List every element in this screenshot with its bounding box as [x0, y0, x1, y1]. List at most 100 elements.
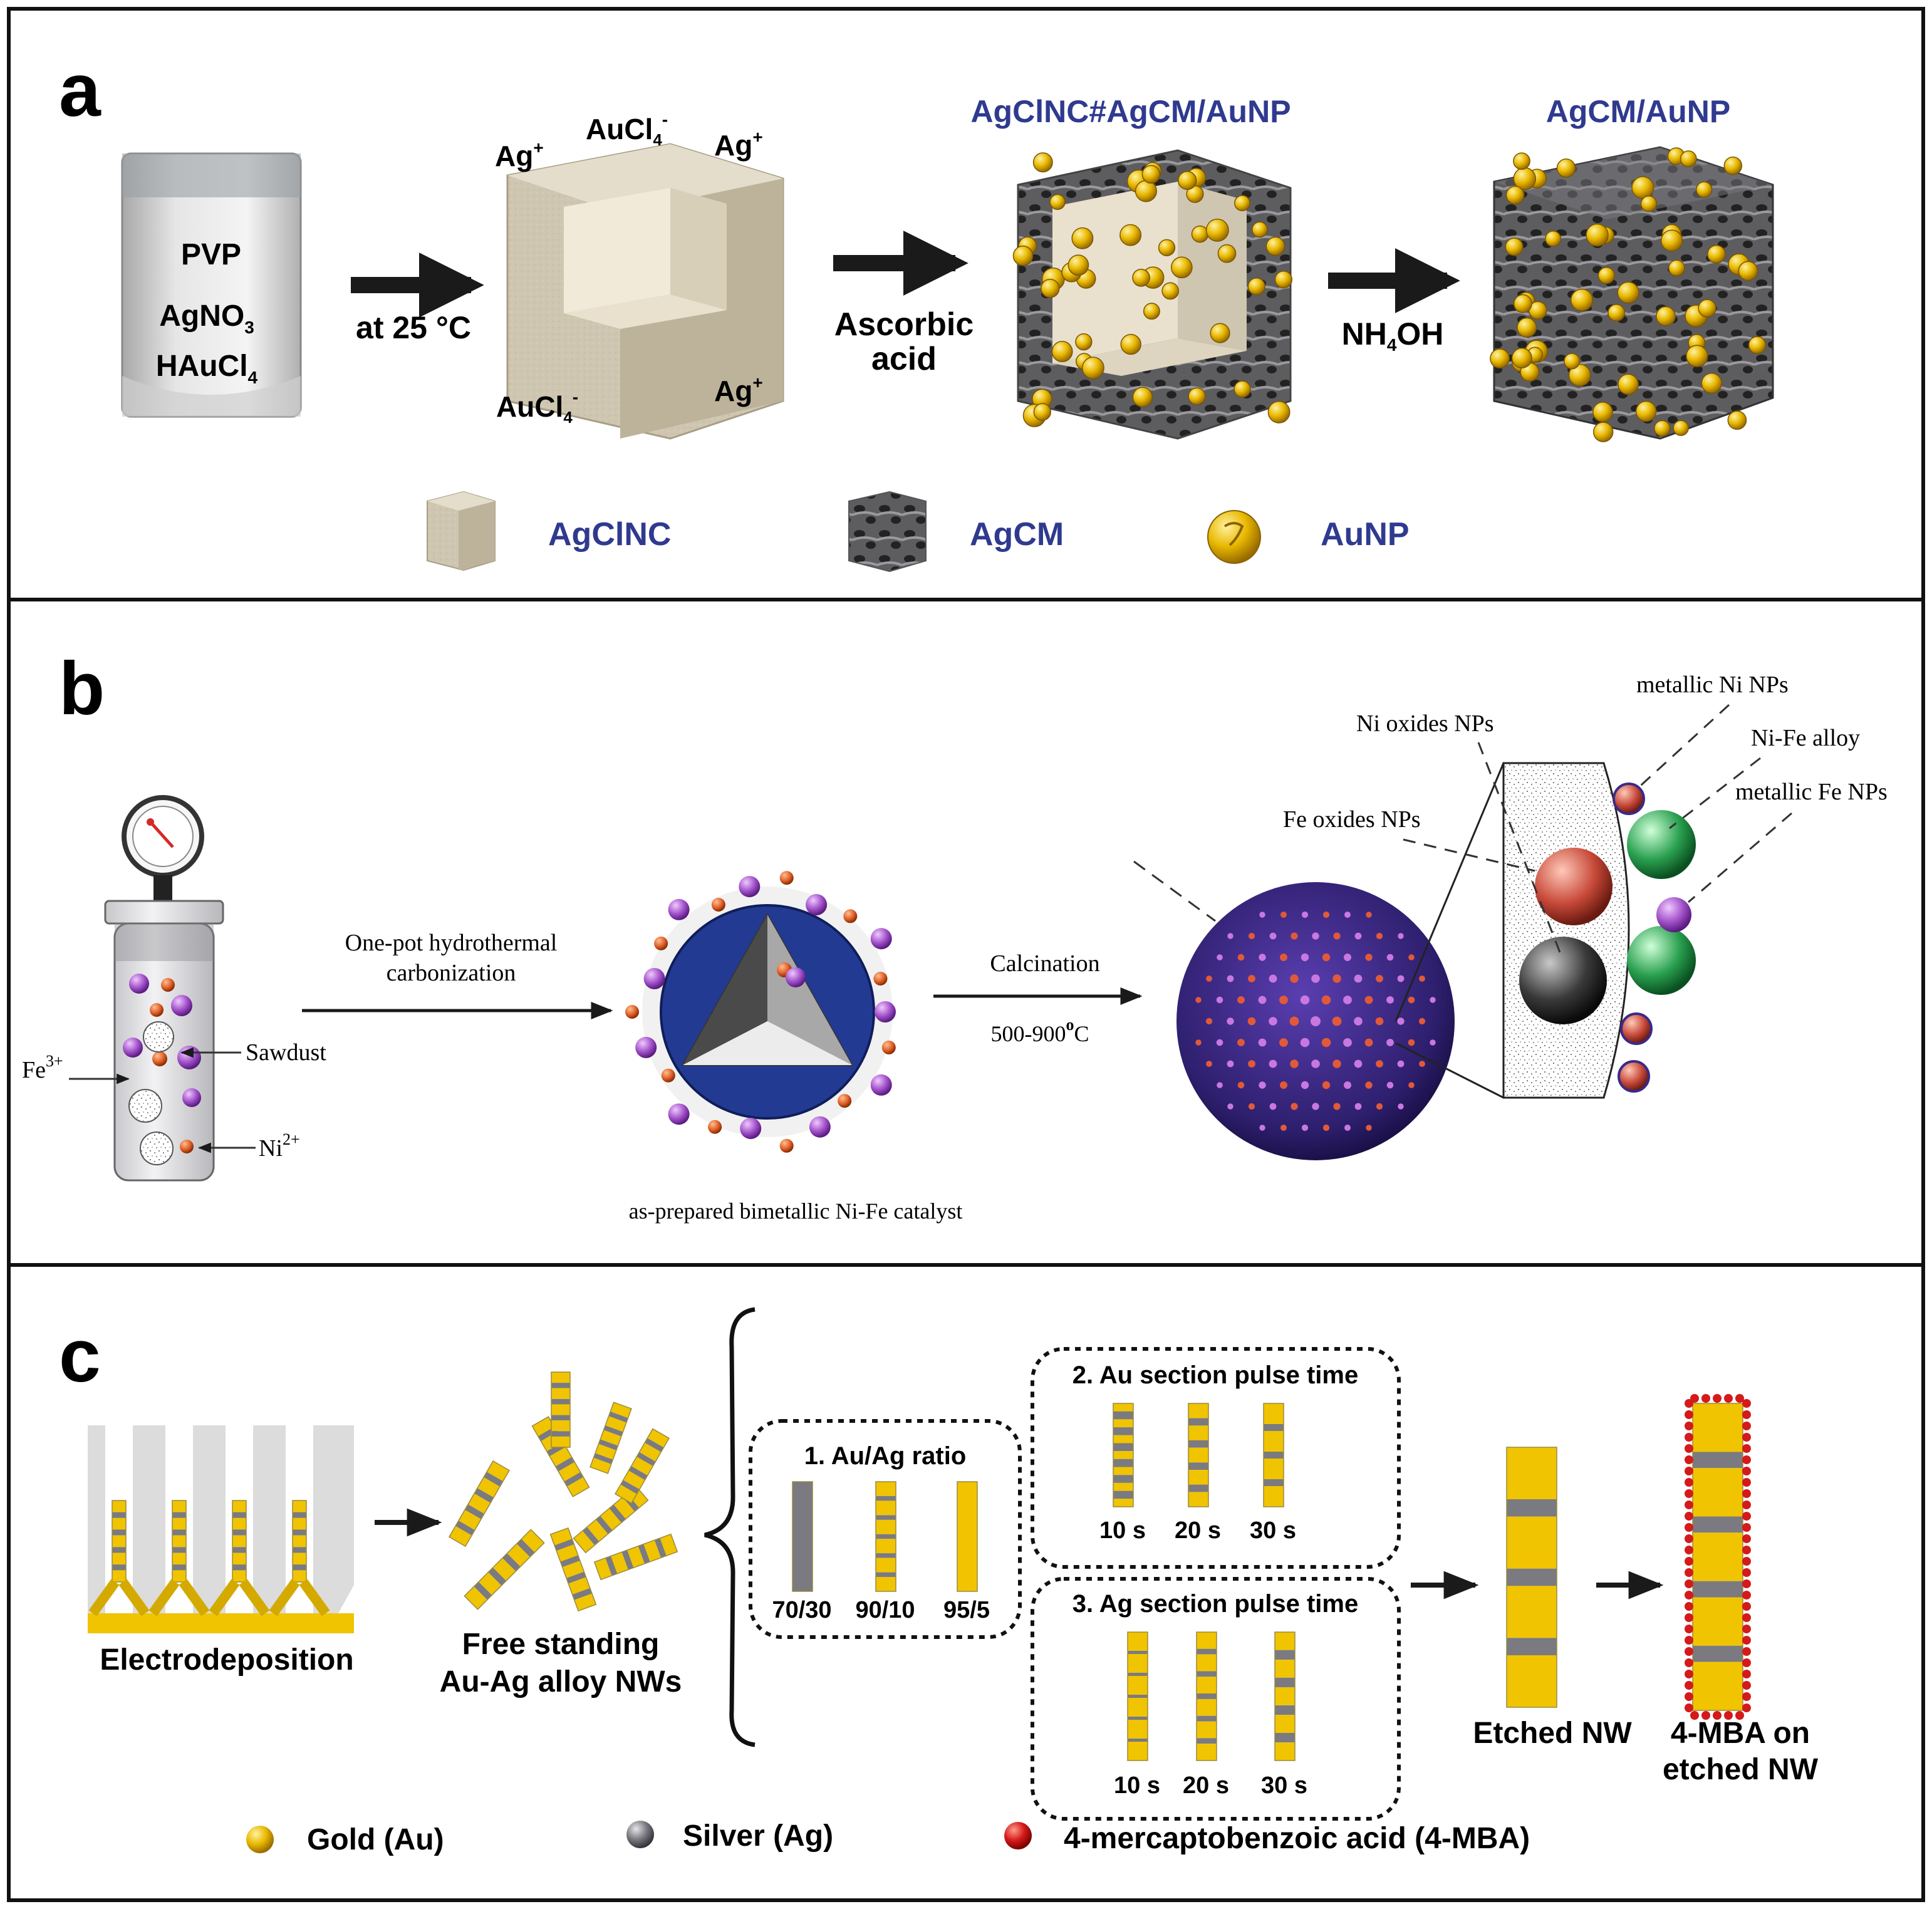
sphere-np [1237, 1081, 1245, 1089]
sphere-np [1419, 1061, 1425, 1067]
sphere-np [1280, 1125, 1287, 1131]
gold-segment [1188, 1425, 1208, 1440]
free-wire [614, 1428, 670, 1504]
gold-segment [639, 1442, 662, 1462]
sphere-np [1279, 1038, 1288, 1047]
wire-outline [589, 1402, 632, 1474]
silver-segment [1113, 1490, 1133, 1499]
sphere-np [1280, 912, 1287, 918]
sphere-np [1227, 975, 1234, 982]
aunp-dot [1607, 304, 1626, 322]
aunp-dot [1617, 281, 1639, 304]
aunp-dot [1178, 170, 1197, 190]
silver-segment [620, 1480, 640, 1494]
mba-molecule [1685, 1636, 1693, 1645]
silver-segment [551, 1383, 570, 1388]
sphere-np [1289, 1016, 1299, 1026]
wire-outline [549, 1527, 597, 1612]
gold-segment [562, 1561, 584, 1578]
silver-segment [1128, 1651, 1148, 1654]
aunp-dot [1556, 159, 1576, 178]
silver-segment [609, 1504, 626, 1523]
gold-segment [293, 1501, 306, 1512]
gold-segment [492, 1558, 516, 1581]
mba-molecule [1690, 1711, 1699, 1720]
gold-segment [876, 1501, 896, 1516]
aunp-dot [1661, 229, 1683, 252]
mba-molecule [1742, 1489, 1751, 1498]
sphere-np [1300, 1038, 1310, 1048]
silver-segment [172, 1564, 186, 1571]
silver-segment [1264, 1424, 1284, 1431]
silver-segment [551, 1415, 570, 1421]
aunp-dot [1631, 176, 1654, 199]
ion-ag-top-left: Ag+ [495, 138, 544, 172]
final-title: AgCM/AuNP [1546, 94, 1730, 129]
mba-coated-nanowire [1685, 1394, 1751, 1720]
gold-segment [1264, 1403, 1284, 1424]
silver-segment [1693, 1645, 1743, 1662]
aunp-dot [1505, 185, 1525, 205]
aunp-dot [1049, 194, 1066, 211]
free-wire [551, 1371, 571, 1448]
mba-molecule [1742, 1670, 1751, 1678]
sphere-np [1366, 912, 1372, 918]
mba-molecule [1742, 1579, 1751, 1588]
legend-agclnc-label: AgClNC [548, 516, 671, 553]
box3-label-0: 10 s [1114, 1772, 1160, 1799]
catalyst-particle [708, 1120, 722, 1134]
silver-segment [232, 1547, 246, 1553]
aunp-dot [1490, 348, 1510, 369]
aunp-dot [1143, 303, 1160, 320]
silver-segment [876, 1572, 896, 1578]
free-wire [549, 1527, 597, 1612]
aunp-dot [1051, 341, 1073, 363]
sphere-np [1248, 932, 1255, 940]
etched-wire-body [1506, 1447, 1557, 1708]
mba-molecule [1724, 1711, 1733, 1720]
etched-nanowire [1506, 1447, 1557, 1708]
fe-oxide-leader [1133, 860, 1216, 922]
au-pulse-wire-10s [1113, 1403, 1134, 1507]
au-pulse-wire-30s [1263, 1403, 1284, 1507]
sphere-np [1365, 954, 1373, 961]
aunp-dot [1592, 402, 1613, 422]
gold-segment [172, 1553, 186, 1565]
aunp-dot [1723, 156, 1743, 175]
silver-segment [1275, 1732, 1295, 1743]
silver-segment [554, 1539, 574, 1551]
mba-wire-body [1692, 1403, 1743, 1711]
agcl-nanocube [506, 143, 784, 440]
silver-segment [603, 1425, 623, 1437]
legend-mba-icon [1004, 1822, 1032, 1849]
mba-molecule [1742, 1681, 1751, 1690]
ag-pulse-wire-10s [1127, 1631, 1148, 1761]
mba-molecule [1685, 1501, 1693, 1509]
aunp-dot [1618, 373, 1639, 395]
zoom-line-top [1394, 762, 1505, 1022]
gold-segment [1128, 1676, 1148, 1695]
gold-segment [293, 1517, 306, 1530]
sphere-np [1343, 996, 1352, 1004]
template-root [269, 1579, 330, 1616]
gold-segment [549, 1447, 572, 1467]
sphere-np [1376, 975, 1383, 982]
ratio-nanowires [792, 1481, 978, 1592]
mba-molecule [1685, 1591, 1693, 1600]
wire-outline [531, 1416, 590, 1497]
aunp-dot [1012, 246, 1034, 266]
sphere-np [1301, 1081, 1309, 1090]
sphere-np [1311, 1016, 1321, 1026]
au-pulse-nanowires [1113, 1403, 1284, 1507]
aunp-dot [1668, 259, 1685, 277]
metallic-ni-particle-2 [1620, 1012, 1653, 1045]
gold-segment [1128, 1654, 1148, 1673]
reagent-vial [121, 152, 302, 418]
mba-molecule [1742, 1704, 1751, 1712]
gold-segment [293, 1535, 306, 1547]
sphere-np [1216, 1039, 1223, 1046]
sphere-np [1321, 995, 1331, 1005]
aunp-dot [1032, 152, 1053, 173]
sphere-np [1227, 933, 1233, 939]
